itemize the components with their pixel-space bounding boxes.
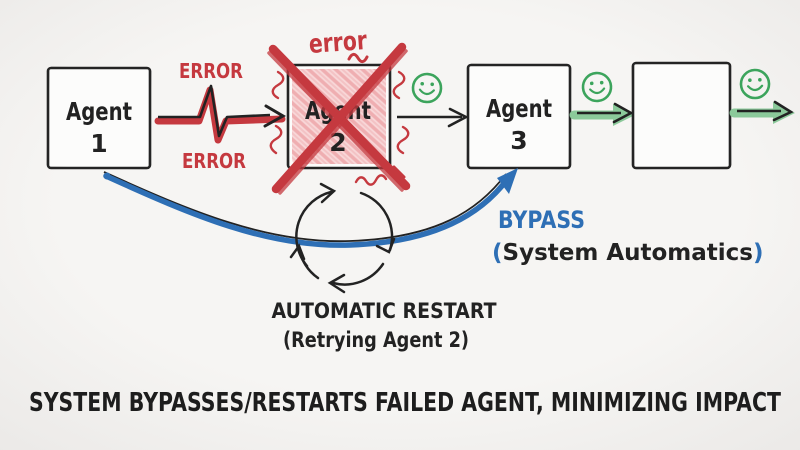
arrowhead-icon xyxy=(772,100,794,122)
paren-open: ( xyxy=(492,240,503,266)
restart-subtitle: (Retrying Agent 2) xyxy=(283,328,469,352)
next-agent-box-empty xyxy=(631,61,732,170)
error-pulse-icon xyxy=(154,86,286,144)
success-smiley-icon xyxy=(581,71,613,103)
flow-line-icon xyxy=(158,84,271,138)
arrowhead-icon xyxy=(612,102,634,124)
error-tag: error xyxy=(308,26,368,60)
agent1-label: Agent xyxy=(66,97,132,126)
error-label-top: ERROR xyxy=(179,59,243,83)
error-label-bottom: ERROR xyxy=(182,149,246,173)
bypass-arrow xyxy=(103,168,518,248)
success-arrow-exit xyxy=(729,100,795,124)
bypass-subtitle-text: System Automatics xyxy=(503,240,753,266)
agent2-box-failed: Agent 2 error xyxy=(267,26,411,195)
agent2-number: 2 xyxy=(329,128,346,157)
arrowhead-icon xyxy=(497,168,518,194)
failure-cross-icon xyxy=(267,42,411,195)
arrowhead-icon xyxy=(263,104,287,128)
agent3-box: Agent 3 xyxy=(466,63,572,170)
paren-close: ) xyxy=(753,240,764,266)
restart-cycle-icon xyxy=(289,182,396,294)
agent1-box: Agent 1 xyxy=(46,66,152,170)
success-smiley-icon xyxy=(739,68,771,100)
error-squiggles-icon xyxy=(269,52,410,186)
agent3-number: 3 xyxy=(510,126,527,155)
flow-arrow-agent2-agent3 xyxy=(397,107,469,128)
agent1-number: 1 xyxy=(90,129,107,158)
success-smiley-icon xyxy=(411,72,443,104)
bypass-label: BYPASS xyxy=(498,206,585,234)
caption-text: SYSTEM BYPASSES/RESTARTS FAILED AGENT, M… xyxy=(29,388,781,418)
error-pulse-arrow: ERROR ERROR xyxy=(154,59,287,173)
arrowhead-icon xyxy=(447,107,469,128)
bypass-subtitle: (System Automatics) xyxy=(492,240,764,266)
success-arrow-agent3-next xyxy=(569,102,635,126)
agent3-label: Agent xyxy=(486,94,552,123)
restart-title: AUTOMATIC RESTART xyxy=(272,299,497,324)
